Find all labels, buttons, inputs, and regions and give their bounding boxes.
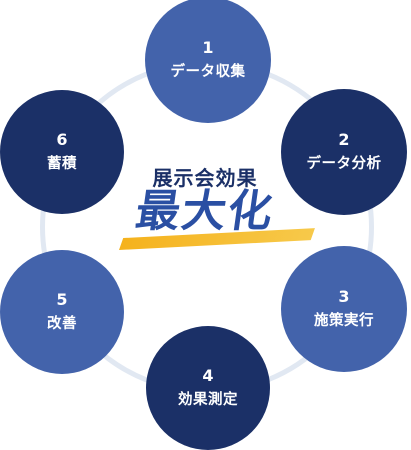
step-node-6: 6 蓄積 [0,90,124,214]
step-number: 3 [338,287,350,307]
step-node-2: 2 データ分析 [281,89,407,215]
step-label: 施策実行 [314,313,374,330]
step-number: 4 [202,366,214,386]
step-number: 1 [202,38,214,58]
step-node-3: 3 施策実行 [281,246,407,372]
center-title: 最大化 [132,186,278,237]
step-label: 蓄積 [47,156,77,173]
step-node-5: 5 改善 [0,250,124,374]
step-label: データ分析 [306,156,382,173]
step-label: データ収集 [170,64,246,81]
step-node-1: 1 データ収集 [145,0,271,123]
step-number: 5 [56,290,68,310]
step-number: 6 [56,130,68,150]
step-node-4: 4 効果測定 [146,326,270,450]
center-subtitle: 展示会効果 [152,166,258,190]
center-heading: 展示会効果 最大化 [105,166,315,278]
step-label: 改善 [47,316,77,333]
step-number: 2 [338,130,350,150]
step-label: 効果測定 [178,392,238,409]
